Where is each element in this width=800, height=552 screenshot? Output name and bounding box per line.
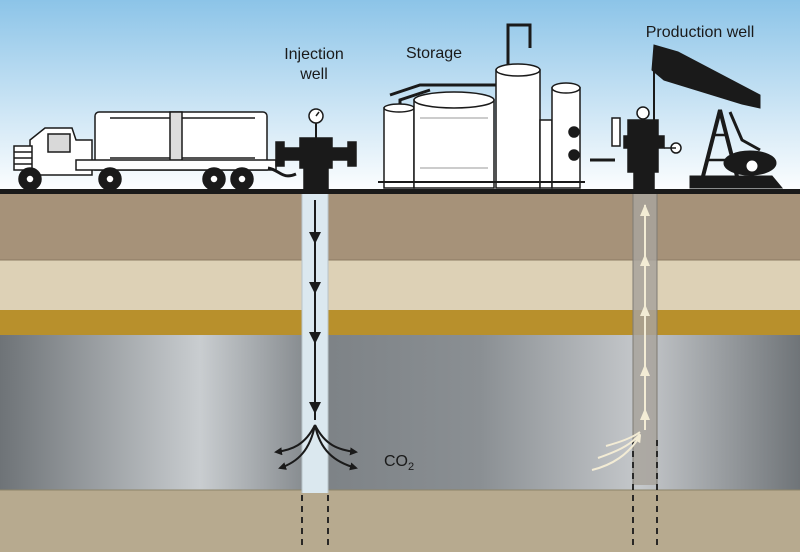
layer-reservoir [0, 335, 800, 490]
injection-well-label-line1: Injection [284, 46, 344, 63]
injection-well-label-line2: well [300, 66, 328, 83]
injection-well-shaft [301, 193, 329, 545]
co2-down-arrow [309, 232, 321, 244]
co2-label: CO2 [384, 452, 414, 477]
tanker-truck [13, 111, 297, 191]
layer-top-soil [0, 193, 800, 260]
layer-gold-caprock [0, 310, 800, 335]
oil-up-arrow [640, 204, 650, 216]
oil-up-arrow [640, 254, 650, 266]
injection-wellhead [275, 108, 357, 191]
oil-converge-arrows [591, 431, 642, 471]
co2-spread-arrows [274, 424, 358, 471]
co2-down-arrow [309, 402, 321, 414]
oil-up-arrow [640, 304, 650, 316]
co2-down-arrow [309, 332, 321, 344]
co2-down-arrow [309, 282, 321, 294]
oil-up-arrow [640, 408, 650, 420]
ground-surface [0, 189, 800, 194]
production-wellhead [590, 106, 682, 191]
oil-up-arrow [640, 364, 650, 376]
co2-label-main: CO [384, 453, 408, 470]
storage-label: Storage [405, 45, 463, 62]
storage-facility [378, 23, 585, 189]
co2-label-subscript: 2 [408, 461, 415, 474]
pumpjack [651, 44, 784, 189]
production-well-label: Production well [645, 24, 755, 41]
layer-bottom [0, 490, 800, 552]
layer-light-sand [0, 260, 800, 310]
underground-layers [0, 193, 800, 552]
injection-well-label: Injection well [262, 45, 366, 85]
